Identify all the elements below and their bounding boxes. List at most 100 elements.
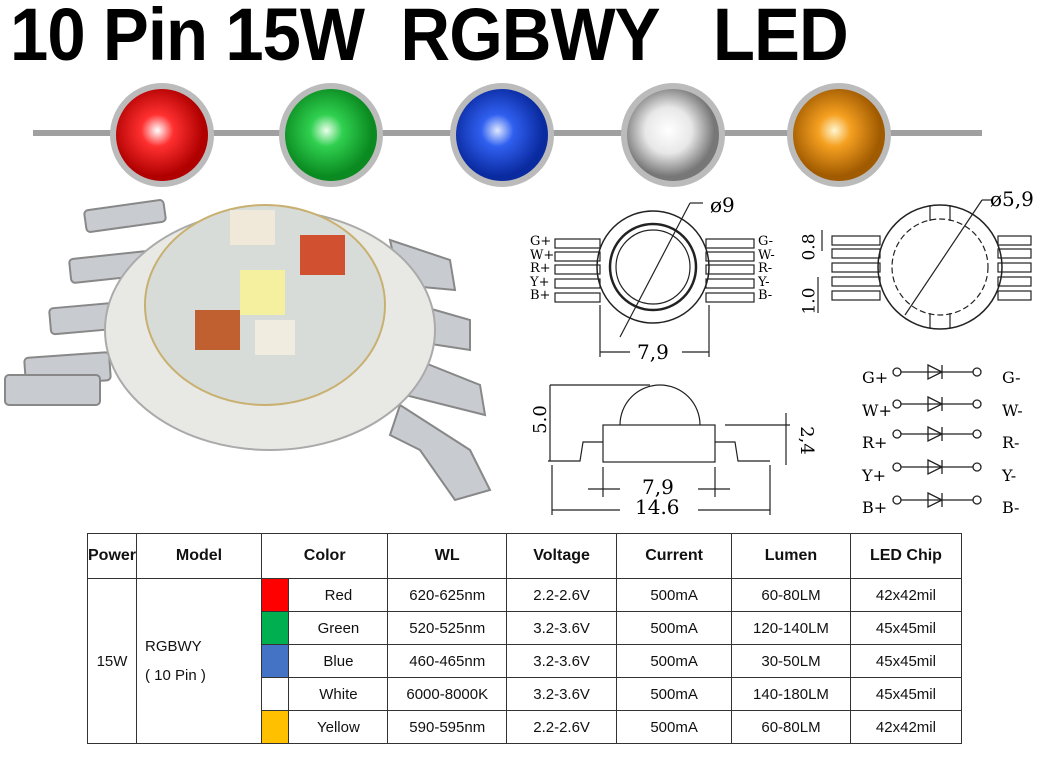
pin-label: Y-	[1002, 465, 1017, 485]
lumen-cell: 30-50LM	[731, 644, 851, 678]
chip-cell: 45x45mil	[849, 611, 963, 645]
chip-cell: 45x45mil	[849, 644, 963, 678]
red-led-icon	[110, 83, 214, 187]
green-led-icon	[279, 83, 383, 187]
pin-label: W-	[1002, 400, 1023, 420]
color-cell: Blue	[288, 644, 389, 678]
chip-cell: 42x42mil	[849, 710, 963, 744]
pin-label: B+	[530, 288, 551, 303]
color-cell: Red	[288, 578, 389, 612]
header-voltage: Voltage	[506, 533, 618, 579]
pin-label: Y+	[862, 465, 886, 485]
side-profile-drawing	[548, 384, 790, 515]
pin-label: G-	[1002, 368, 1021, 387]
header-model: Model	[136, 533, 262, 579]
top-diameter-label: ø9	[710, 193, 735, 217]
pin-label: G+	[862, 368, 889, 387]
lumen-cell: 60-80LM	[731, 710, 851, 744]
top-view-drawing	[554, 202, 755, 357]
pin-label: B-	[758, 288, 773, 303]
lumen-cell: 140-180LM	[731, 677, 851, 711]
body-width-label: 7,9	[642, 475, 674, 499]
pin-width-label: 0.8	[799, 233, 820, 261]
header-lumen: Lumen	[731, 533, 851, 579]
current-cell: 500mA	[616, 677, 733, 711]
dimension-labels: ø9 7,9 ø5,9 0.8 1.0 5.0 2,4 7,9 14.6 G+W…	[520, 185, 1064, 525]
pin-label: G-	[758, 234, 774, 249]
current-cell: 500mA	[616, 644, 733, 678]
wl-cell: 520-525nm	[387, 611, 508, 645]
pin-label: B+	[862, 498, 888, 517]
pin-label: B-	[1002, 498, 1020, 517]
pin-label: W-	[758, 247, 775, 263]
pin-pitch-label: 1.0	[799, 287, 820, 315]
voltage-cell: 2.2-2.6V	[506, 578, 618, 612]
pin-label: W+	[530, 247, 555, 263]
pin-label: R+	[862, 433, 888, 452]
voltage-cell: 3.2-3.6V	[506, 644, 618, 678]
wl-cell: 620-625nm	[387, 578, 508, 612]
current-cell: 500mA	[616, 710, 733, 744]
top-view-right-pins: G-W-R-Y-B-	[758, 235, 775, 303]
lumen-cell: 60-80LM	[731, 578, 851, 612]
color-swatch	[260, 710, 290, 744]
height-label: 5.0	[529, 405, 551, 434]
cross-section-drawing	[817, 199, 1032, 330]
voltage-cell: 3.2-3.6V	[506, 677, 618, 711]
pin-label: R-	[758, 261, 773, 276]
side-diameter-label: ø5,9	[990, 187, 1034, 211]
top-view-left-pins: G+W+R+Y+B+	[530, 235, 554, 303]
header-current: Current	[616, 533, 733, 579]
body-height-label: 2,4	[795, 426, 817, 455]
chip-cell: 45x45mil	[849, 677, 963, 711]
header-color: Color	[260, 533, 389, 579]
schematic-right-pins: G- W- R- Y- B-	[1002, 362, 1023, 525]
product-title: 10 Pin 15W RGBWY LED	[10, 0, 849, 76]
wl-cell: 6000-8000K	[387, 677, 508, 711]
header-led-chip: LED Chip	[849, 533, 963, 579]
yellow-led-icon	[787, 83, 891, 187]
model-cell: RGBWY ( 10 Pin )	[136, 578, 262, 744]
power-cell: 15W	[86, 578, 138, 744]
total-width-label: 14.6	[635, 495, 680, 519]
pin-label: G+	[530, 234, 552, 249]
color-swatch	[260, 644, 290, 678]
pin-label: Y+	[530, 274, 550, 290]
current-cell: 500mA	[616, 611, 733, 645]
model-pins: ( 10 Pin )	[145, 667, 206, 684]
spec-table: Power Model Color WL Voltage Current Lum…	[86, 533, 963, 744]
pin-label: W+	[862, 400, 892, 420]
chip-cell: 42x42mil	[849, 578, 963, 612]
color-cell: Yellow	[288, 710, 389, 744]
wl-cell: 460-465nm	[387, 644, 508, 678]
header-power: Power	[86, 533, 138, 579]
pin-label: R-	[1002, 433, 1020, 452]
color-cell: White	[288, 677, 389, 711]
led-color-row	[33, 83, 982, 187]
current-cell: 500mA	[616, 578, 733, 612]
pin-label: R+	[530, 261, 551, 276]
lumen-cell: 120-140LM	[731, 611, 851, 645]
wl-cell: 590-595nm	[387, 710, 508, 744]
dimension-drawing	[548, 199, 1032, 515]
color-swatch	[260, 578, 290, 612]
color-cell: Green	[288, 611, 389, 645]
top-width-label: 7,9	[637, 340, 669, 364]
table-header-row: Power Model Color WL Voltage Current Lum…	[86, 533, 963, 579]
pin-label: Y-	[758, 274, 770, 290]
voltage-cell: 2.2-2.6V	[506, 710, 618, 744]
color-swatch	[260, 611, 290, 645]
voltage-cell: 3.2-3.6V	[506, 611, 618, 645]
white-led-icon	[621, 83, 725, 187]
schematic-left-pins: G+ W+ R+ Y+ B+	[862, 362, 892, 525]
pinout-schematic	[892, 363, 982, 509]
model-name: RGBWY	[145, 638, 202, 655]
header-wl: WL	[387, 533, 508, 579]
led-product-photo	[4, 199, 492, 502]
